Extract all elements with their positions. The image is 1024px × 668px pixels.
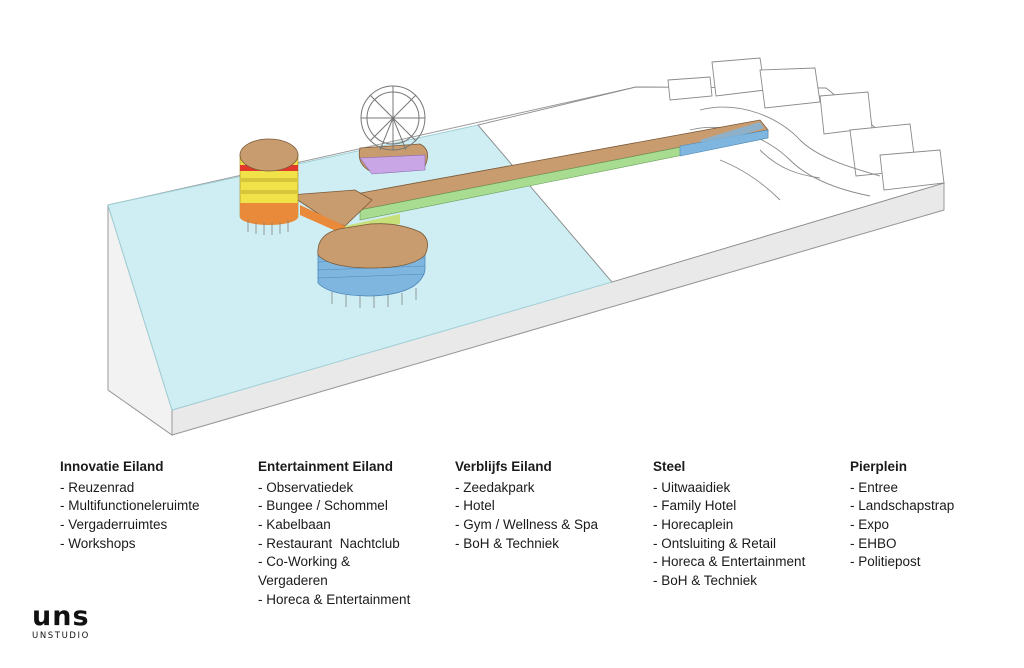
legend-item: EHBO: [850, 535, 1015, 554]
pier-stem: [349, 119, 769, 221]
legend-item: Gym / Wellness & Spa: [455, 516, 650, 535]
legend-column-steel: Steel Uitwaaidiek Family Hotel Horecaple…: [653, 458, 848, 591]
legend-item: Zeedakpark: [455, 479, 650, 498]
legend-heading: Steel: [653, 459, 686, 474]
legend-item: Expo: [850, 516, 1015, 535]
legend-column-pierplein: Pierplein Entree Landschapstrap Expo EHB…: [850, 458, 1015, 572]
legend-heading: Entertainment Eiland: [258, 459, 394, 474]
unstudio-logo: UNS UNSTUDIO: [32, 601, 112, 654]
legend-item: Entree: [850, 479, 1015, 498]
legend-item: Hotel: [455, 497, 650, 516]
legend-item: Observatiedek: [258, 479, 433, 498]
legend-item: Horeca & Entertainment: [653, 553, 848, 572]
ferris-wheel-icon: [360, 85, 426, 151]
legend-column-entertainment: Entertainment Eiland Observatiedek Bunge…: [258, 458, 433, 609]
legend-item: Landschapstrap: [850, 497, 1015, 516]
legend-item: Ontsluiting & Retail: [653, 535, 848, 554]
legend-item: Workshops: [60, 535, 255, 554]
pier-axonometric-diagram: [107, 57, 945, 436]
legend-column-verblijfs: Verblijfs Eiland Zeedakpark Hotel Gym / …: [455, 458, 650, 553]
legend-item: Co-Working & Vergaderen: [258, 553, 378, 590]
legend-item: Multifunctioneleruimte: [60, 497, 255, 516]
legend-item: Horeca & Entertainment: [258, 591, 433, 610]
legend-item: Politiepost: [850, 553, 1015, 572]
entertainment-eiland: [239, 138, 299, 235]
legend-item: BoH & Techniek: [455, 535, 650, 554]
legend-heading: Pierplein: [850, 459, 908, 474]
legend-item: Bungee / Schommel: [258, 497, 433, 516]
innovatie-eiland: [358, 85, 428, 175]
legend-item: Vergaderruimtes: [60, 516, 255, 535]
legend-item: Family Hotel: [653, 497, 848, 516]
logo-name: UNSTUDIO: [32, 631, 90, 641]
legend-item: Reuzenrad: [60, 479, 255, 498]
program-legend: Innovatie Eiland Reuzenrad Multifunction…: [0, 458, 1024, 618]
verblijfs-eiland: [317, 223, 428, 308]
logo-mark: UNS: [32, 601, 90, 632]
legend-item: Kabelbaan: [258, 516, 433, 535]
legend-item: BoH & Techniek: [653, 572, 848, 591]
legend-item: Horecaplein: [653, 516, 848, 535]
legend-heading: Verblijfs Eiland: [455, 459, 552, 474]
legend-item: Uitwaaidiek: [653, 479, 848, 498]
legend-heading: Innovatie Eiland: [60, 459, 164, 474]
boulevard-buildings: [477, 57, 945, 283]
legend-item: Restaurant Nachtclub: [258, 535, 433, 554]
legend-column-innovatie: Innovatie Eiland Reuzenrad Multifunction…: [60, 458, 255, 553]
